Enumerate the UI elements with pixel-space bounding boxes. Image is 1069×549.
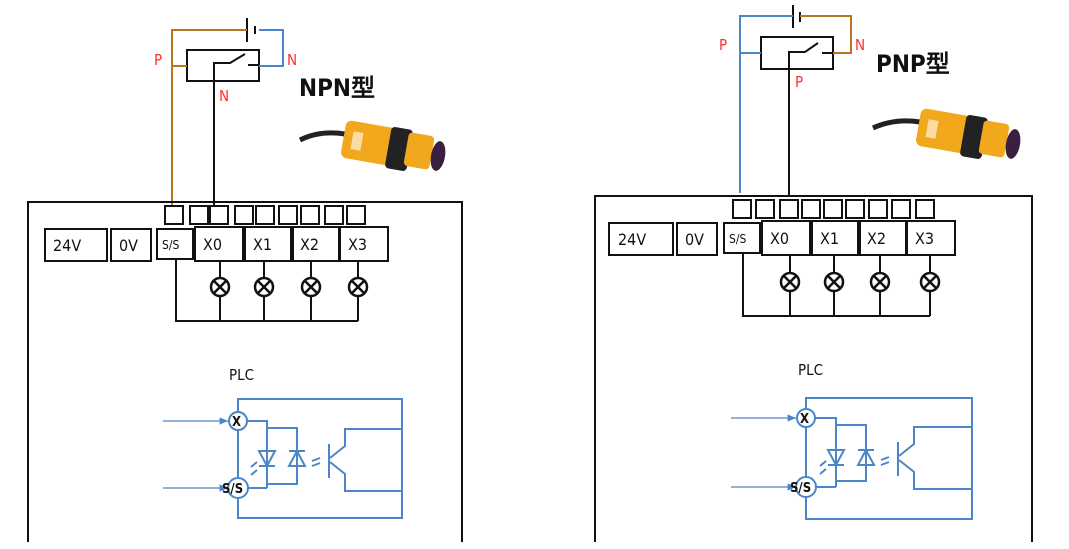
label-p-output: P: [795, 73, 803, 91]
npn-diagram: P N N NPN型 24V 0: [27, 18, 463, 542]
terminal-x1: [244, 226, 292, 262]
positive-wire: [739, 15, 793, 193]
terminal-0v-label: 0V: [119, 236, 138, 255]
diagram-title: NPN型: [299, 74, 375, 102]
circuit-ss-label: S/S: [222, 482, 243, 497]
terminal-24v: [44, 228, 108, 262]
lamp-x1-icon: [823, 271, 845, 293]
lamp-x0-icon: [209, 276, 231, 298]
lamp-x3-icon: [919, 271, 941, 293]
optocoupler-circuit: X S/S: [163, 398, 403, 519]
photoelectric-sensor-image: [298, 120, 446, 171]
terminal-x1-label: X1: [253, 235, 272, 254]
terminal-x3-label: X3: [915, 229, 934, 248]
lamp-x1-icon: [253, 276, 275, 298]
pnp-diagram: P N P PNP型 24V 0V S/S: [594, 5, 1033, 542]
circuit-x-label: X: [232, 415, 241, 430]
lamp-x2-icon: [869, 271, 891, 293]
lamp-x0-icon: [779, 271, 801, 293]
terminal-0v: [676, 222, 718, 256]
label-p: P: [154, 51, 162, 69]
label-p: P: [719, 36, 727, 54]
negative-wire: [259, 29, 284, 67]
circuit-ss-label: S/S: [790, 481, 811, 496]
terminal-x0-label: X0: [770, 229, 789, 248]
label-n-supply: N: [287, 51, 297, 69]
lamp-x3-icon: [347, 276, 369, 298]
plc-label: PLC: [229, 366, 254, 384]
battery-icon: [792, 5, 801, 28]
optocoupler-circuit: X S/S: [731, 397, 973, 520]
switch-contact-icon: [788, 42, 833, 69]
terminal-0v: [110, 228, 152, 262]
terminal-x1-label: X1: [820, 229, 839, 248]
terminal-24v-label: 24V: [618, 230, 646, 249]
terminal-x2-label: X2: [867, 229, 886, 248]
terminal-screws: [164, 205, 366, 225]
terminal-0v-label: 0V: [685, 230, 704, 249]
battery-icon: [246, 18, 256, 42]
negative-wire: [800, 15, 852, 54]
positive-wire: [171, 29, 247, 205]
plc-enclosure: [594, 195, 1033, 542]
label-n-output: N: [219, 87, 229, 105]
plc-label: PLC: [798, 361, 823, 379]
lamp-x2-icon: [300, 276, 322, 298]
switch-contact-icon: [213, 53, 259, 81]
terminal-24v: [608, 222, 674, 256]
terminal-x0-label: X0: [203, 235, 222, 254]
plc-enclosure: [27, 201, 463, 542]
terminal-x2-label: X2: [300, 235, 319, 254]
photoelectric-sensor-image: [871, 108, 1021, 159]
terminal-x0: [761, 220, 811, 256]
terminal-x3-label: X3: [348, 235, 367, 254]
terminal-screws: [732, 199, 935, 219]
label-n: N: [855, 36, 865, 54]
terminal-x3: [339, 226, 389, 262]
terminal-ss-label: S/S: [162, 238, 179, 252]
terminal-24v-label: 24V: [53, 236, 81, 255]
diagram-title: PNP型: [876, 50, 950, 78]
terminal-ss-label: S/S: [729, 232, 746, 246]
circuit-x-label: X: [800, 412, 809, 427]
